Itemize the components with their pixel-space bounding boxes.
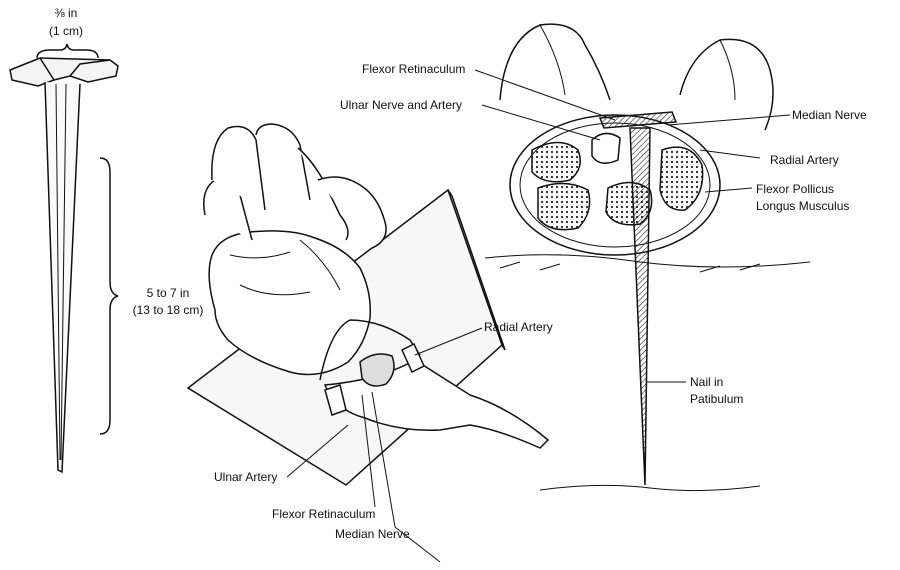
palm (208, 230, 372, 376)
leader-flexor-pollicus (704, 187, 753, 193)
finger-3 (297, 147, 349, 241)
carpal-bone-2 (537, 182, 591, 231)
finger-1 (211, 125, 266, 211)
beam-surface (484, 254, 811, 268)
carpal-bone-4 (659, 146, 704, 211)
leader-flexor-retinaculum-wrist (361, 394, 376, 508)
nail-in-section (629, 127, 651, 486)
nail-head (9, 57, 119, 87)
label-flexor-pollicus-2: Longus Musculus (756, 199, 850, 213)
label-radial-artery-wrist: Radial Artery (484, 320, 553, 334)
label-nail-in: Nail in (690, 375, 724, 389)
carpal-bone-1 (531, 141, 581, 183)
leader-ulnar-nerve-artery (481, 104, 601, 141)
cross-hand-outline (499, 23, 774, 131)
nail-length-metric: (13 to 18 cm) (132, 303, 204, 317)
label-ulnar-artery: Ulnar Artery (214, 470, 278, 484)
label-median-nerve-wrist: Median Nerve (335, 527, 410, 541)
label-median-nerve-cross: Median Nerve (792, 108, 867, 122)
finger-2 (255, 123, 311, 201)
label-flexor-retinaculum-cross: Flexor Retinaculum (362, 62, 466, 76)
label-patibulum: Patibulum (690, 392, 744, 406)
nail-head-width-label: ⅜ in (54, 6, 78, 20)
wrist-strap (324, 342, 425, 416)
cross-section-drawing (474, 23, 811, 492)
label-flexor-pollicus-1: Flexor Pollicus (756, 182, 835, 196)
leader-radial-artery-wrist (414, 327, 483, 356)
wrist-view-drawing (186, 123, 550, 563)
leader-median-nerve-wrist (371, 391, 396, 528)
nail-length-label: 5 to 7 in (146, 286, 190, 300)
label-ulnar-nerve-artery: Ulnar Nerve and Artery (340, 98, 463, 112)
label-radial-artery-cross: Radial Artery (770, 153, 839, 167)
retinaculum-band (598, 111, 678, 129)
nail-head-width-metric: (1 cm) (49, 24, 83, 38)
label-flexor-retinaculum-wrist: Flexor Retinaculum (272, 507, 376, 521)
leader-flexor-retinaculum-cross (474, 69, 616, 121)
leader-ulnar-artery (286, 424, 349, 478)
wrist-wound (359, 353, 395, 387)
finger-4 (317, 176, 387, 249)
nail-drawing (9, 43, 119, 474)
nail-shaft (44, 81, 81, 474)
head-width-brace (36, 43, 99, 59)
leader-median-nerve-cross (667, 114, 791, 126)
length-brace (99, 157, 119, 435)
leader-radial-artery-cross (699, 149, 761, 159)
